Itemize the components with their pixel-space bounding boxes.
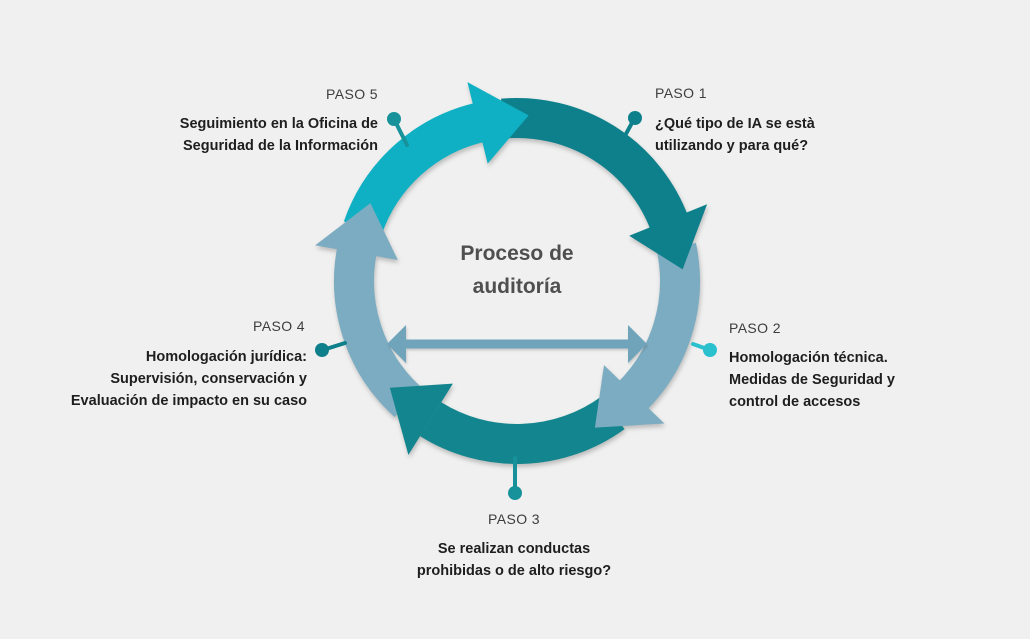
- double-arrow-icon: [387, 325, 647, 363]
- paso1-label: PASO 1: [655, 85, 707, 101]
- paso4-connector-line: [324, 341, 347, 351]
- arc-segment-left-light-blue: [334, 242, 422, 417]
- center-double-arrow-group: [387, 325, 647, 363]
- paso2-label: PASO 2: [729, 320, 781, 336]
- paso4-connector-dot: [315, 343, 329, 357]
- diagram-title-line-2: auditoría: [472, 275, 562, 298]
- paso3-description-line-1: Se realizan conductas: [437, 541, 591, 557]
- arrowhead-bottom-teal-icon: [389, 383, 453, 455]
- paso2-description: Homologación técnica. Medidas de Segurid…: [729, 347, 895, 413]
- arrowhead-right-dark-teal-icon: [629, 204, 708, 270]
- paso5-description-line-1: Seguimiento en la Oficina de: [179, 116, 378, 132]
- paso5-description: Seguimiento en la Oficina de Seguridad d…: [180, 113, 378, 157]
- paso1-description-line-1: ¿Qué tipo de IA se està: [655, 116, 815, 132]
- paso3-description-line-2: prohibidas o de alto riesgo?: [416, 563, 612, 579]
- paso2-connector-dot: [703, 343, 717, 357]
- paso2-description-line-2: Medidas de Seguridad y: [729, 372, 895, 388]
- paso4-description-line-3: Evaluación de impacto en su caso: [70, 393, 307, 409]
- paso4-description-line-2: Supervisión, conservación y: [110, 371, 307, 387]
- paso2-description-line-1: Homologación técnica.: [729, 350, 888, 366]
- paso4-description-line-1: Homologación jurídica:: [145, 349, 307, 365]
- paso1-connector-line: [619, 119, 635, 145]
- paso5-connector-line: [394, 121, 409, 147]
- paso4-label: PASO 4: [253, 318, 305, 334]
- arc-segment-right-dark-teal: [501, 98, 689, 233]
- paso3-label: PASO 3: [488, 511, 540, 527]
- paso1-description: ¿Qué tipo de IA se està utilizando y par…: [655, 113, 815, 157]
- diagram-title-line-1: Proceso de: [460, 242, 574, 265]
- arrowhead-left-light-blue-icon: [315, 203, 398, 260]
- arrowhead-lower-right-light-blue-icon: [594, 365, 665, 428]
- arc-segment-lower-right-light-blue: [615, 242, 700, 413]
- paso1-description-line-2: utilizando y para qué?: [655, 138, 809, 154]
- connector-pins: [315, 111, 717, 500]
- arc-segment-bottom-teal: [420, 396, 625, 464]
- paso2-description-line-3: control de accesos: [729, 394, 861, 410]
- arc-segment-top-cyan: [343, 102, 486, 235]
- arrowhead-top-cyan-icon: [467, 82, 529, 164]
- paso5-label: PASO 5: [326, 86, 378, 102]
- paso3-description: Se realizan conductas prohibidas o de al…: [364, 538, 664, 582]
- diagram-title: Proceso de auditoría: [417, 237, 617, 303]
- paso3-connector-dot: [508, 486, 522, 500]
- paso5-connector-dot: [387, 112, 401, 126]
- paso4-description: Homologación jurídica: Supervisión, cons…: [71, 346, 307, 412]
- paso1-connector-dot: [628, 111, 642, 125]
- cycle-ring: [315, 82, 708, 464]
- paso5-description-line-2: Seguridad de la Información: [183, 138, 378, 154]
